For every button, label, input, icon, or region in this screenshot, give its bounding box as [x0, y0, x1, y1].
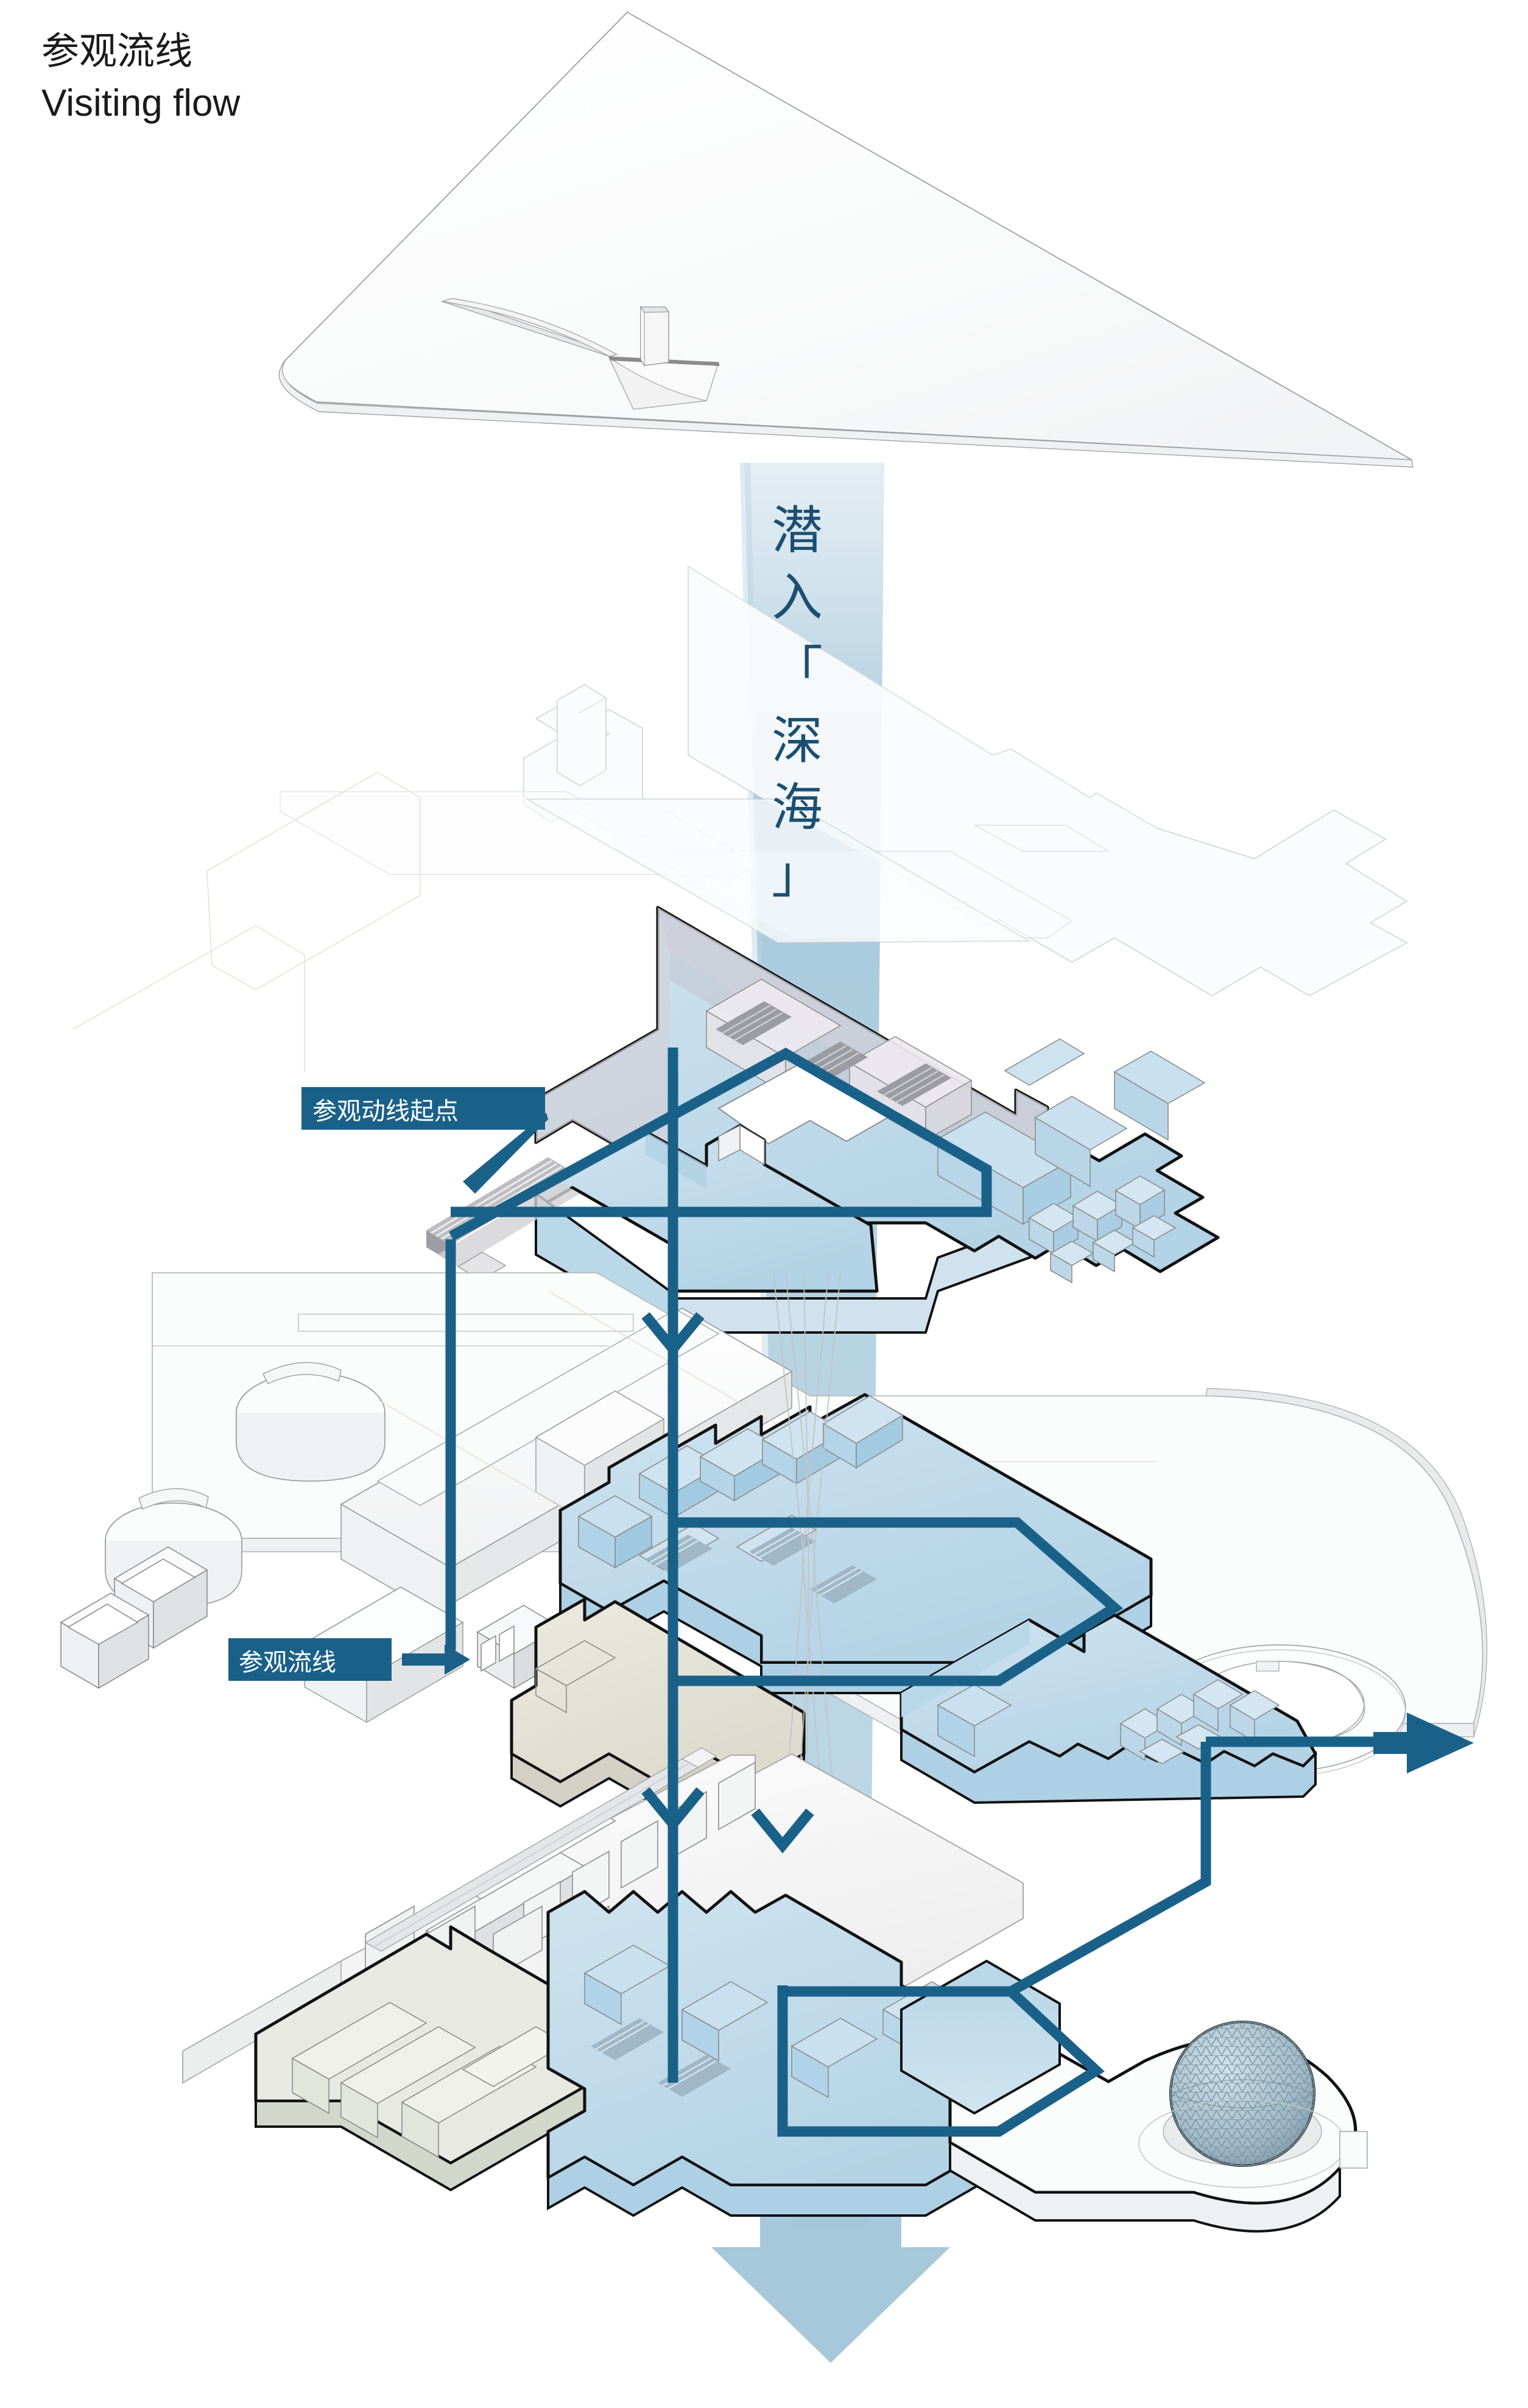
- geodesic-sphere-icon: [1163, 2021, 1322, 2167]
- escalator-icon: [646, 1527, 877, 1604]
- beam-char-1: 入: [772, 568, 824, 627]
- escalator-icon: [591, 2018, 731, 2097]
- oval-pavilion-icon: [236, 1362, 386, 1482]
- layer-lower-exhibition-floor: [182, 1747, 1368, 2233]
- page-title: 参观流线 Visiting flow: [41, 29, 240, 124]
- route-legend-label: 参观流线: [239, 1649, 336, 1677]
- title-cn: 参观流线: [41, 29, 192, 73]
- sail-sculpture-icon: [441, 298, 720, 410]
- beam-char-5: 」: [772, 845, 824, 904]
- layer-roof-canopy: [278, 11, 1414, 468]
- route-start-label: 参观动线起点: [312, 1097, 459, 1125]
- title-en: Visiting flow: [41, 82, 240, 124]
- label-route-legend: 参观流线: [228, 1638, 470, 1681]
- exhibit-block-cluster: [1028, 1175, 1177, 1284]
- label-route-start: 参观动线起点: [301, 1087, 548, 1194]
- beam-vertical-text: 潜 入 「 深 海 」: [772, 501, 824, 904]
- visiting-route-path[interactable]: [445, 1047, 1413, 2137]
- layer-middle-exhibition-floor: [510, 1272, 1317, 1889]
- layer-upper-exhibition-floor: [426, 906, 1220, 1335]
- beam-char-4: 海: [772, 778, 824, 837]
- route-exit-arrow-icon: [1373, 1713, 1474, 1773]
- beam-char-2: 「: [772, 641, 824, 700]
- route-direction-markers: [641, 1312, 814, 1854]
- beam-char-3: 深: [772, 711, 824, 770]
- escalator-icon: [364, 1747, 717, 1952]
- beam-char-0: 潜: [772, 501, 824, 560]
- escalator-icon: [426, 1157, 580, 1281]
- layer-ghost-floor-plan: [72, 565, 1408, 1072]
